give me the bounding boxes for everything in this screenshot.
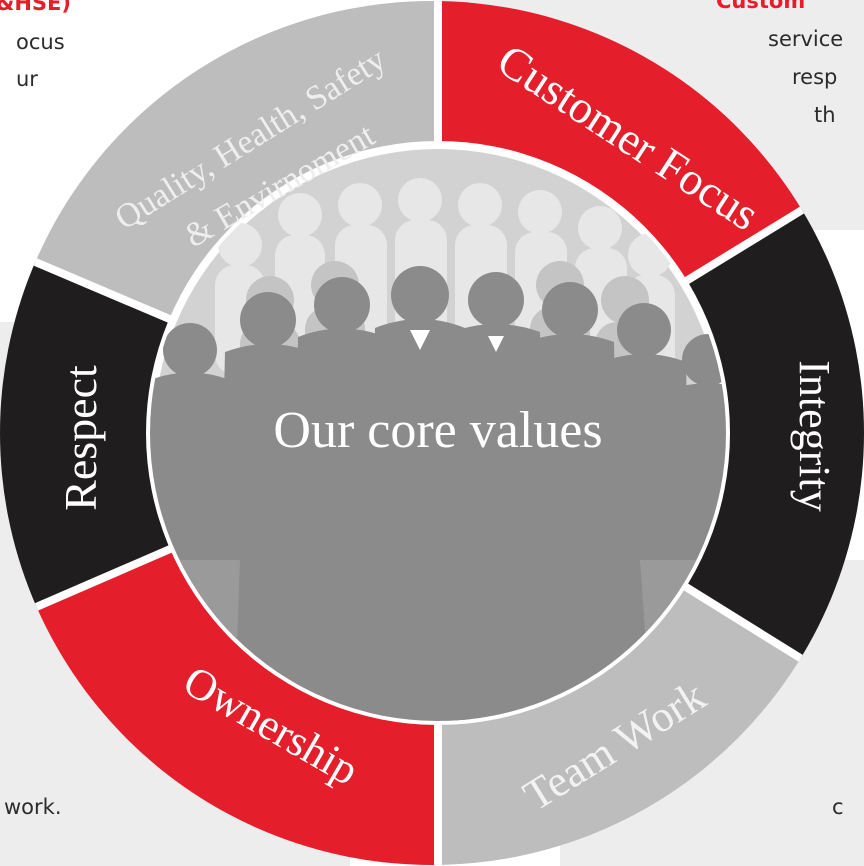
segment-label-integrity: Integrity	[790, 360, 839, 512]
top-right-text-line1: service	[768, 27, 844, 51]
center-title: Our core values	[273, 402, 602, 459]
top-right-text-line2: resp	[792, 65, 838, 89]
top-right-text-line3: th	[814, 103, 836, 127]
segment-label-respect: Respect	[55, 365, 106, 511]
top-left-heading: &HSE)	[0, 0, 71, 15]
top-left-text-line2: ur	[16, 67, 38, 91]
top-right-heading: Custom	[716, 0, 806, 13]
bottom-right-text: c	[832, 795, 844, 819]
top-left-text-line1: ocus	[16, 30, 65, 54]
bottom-left-text: work.	[4, 795, 62, 819]
